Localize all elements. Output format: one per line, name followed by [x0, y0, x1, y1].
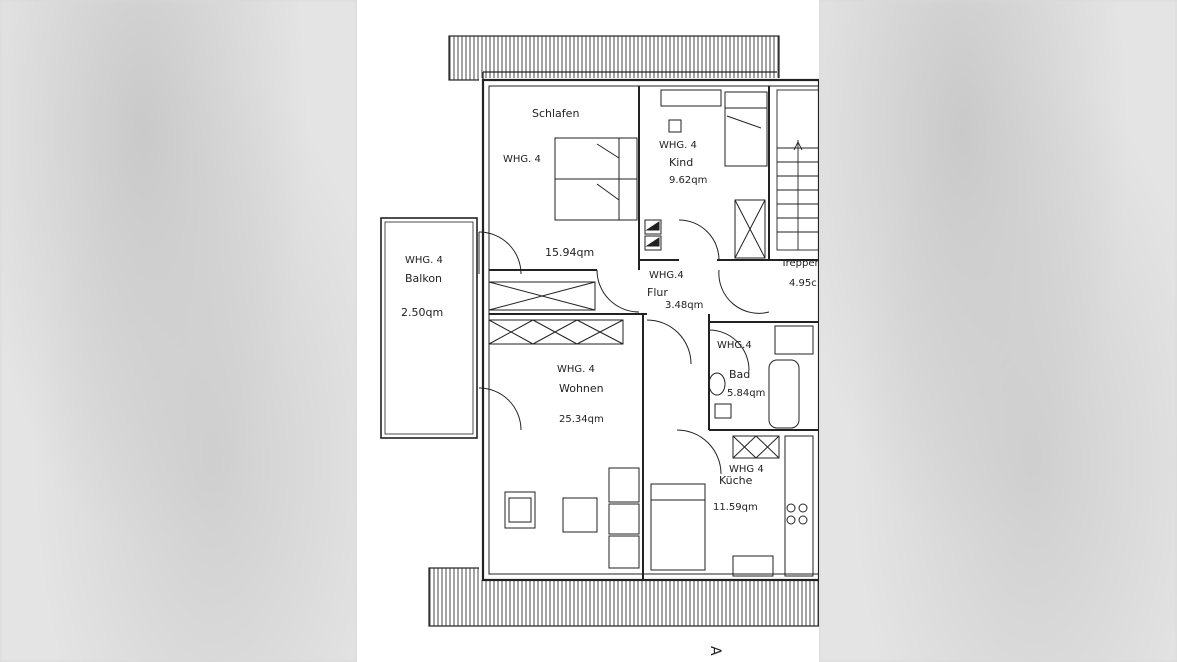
kueche-unit: WHG 4: [729, 464, 764, 475]
kueche-title: Küche: [719, 474, 753, 487]
flur-unit: WHG.4: [649, 270, 684, 281]
balkon-title: Balkon: [405, 272, 442, 285]
roof-hatch-top: [448, 35, 780, 81]
double-bed: [554, 137, 638, 221]
treppe-area: 4.95c: [789, 278, 817, 289]
treppe-title: Treppen: [780, 258, 819, 269]
bad-unit: WHG.4: [717, 340, 752, 351]
bathroom-fixtures: [708, 325, 814, 429]
kind-title: Kind: [669, 156, 693, 169]
balcony-outline: [380, 217, 478, 439]
kind-unit: WHG. 4: [659, 140, 697, 151]
wardrobes: [488, 281, 624, 345]
schlafen-area: 15.94qm: [545, 246, 594, 259]
kind-area: 9.62qm: [669, 175, 707, 186]
kitchen-fixtures: [650, 435, 814, 577]
kueche-area: 11.59qm: [713, 502, 758, 513]
schlafen-title: Schlafen: [532, 107, 579, 120]
doors: [478, 219, 770, 475]
balkon-unit: WHG. 4: [405, 255, 443, 266]
bad-area: 5.84qm: [727, 388, 765, 399]
bad-title: Bad: [729, 368, 750, 381]
wohnen-area: 25.34qm: [559, 414, 604, 425]
north-marker: A: [707, 646, 723, 656]
single-bed: [724, 91, 768, 167]
flur-title: Flur: [647, 286, 668, 299]
flur-area: 3.48qm: [665, 300, 703, 311]
floor-plan-sheet: A Schlafen WHG. 4 15.94qm WHG. 4 Kind 9.…: [357, 0, 819, 662]
wohnen-unit: WHG. 4: [557, 364, 595, 375]
interior-walls: [489, 86, 819, 580]
staircase: [776, 89, 819, 251]
balkon-area: 2.50qm: [401, 306, 443, 319]
floor-plan-drawing: A Schlafen WHG. 4 15.94qm WHG. 4 Kind 9.…: [380, 35, 819, 656]
kind-furniture: [644, 89, 766, 259]
blurred-background-right: [819, 0, 1177, 662]
living-furniture: [504, 467, 640, 569]
schlafen-unit: WHG. 4: [503, 154, 541, 165]
wohnen-title: Wohnen: [559, 382, 604, 395]
blurred-background-left: [0, 0, 357, 662]
